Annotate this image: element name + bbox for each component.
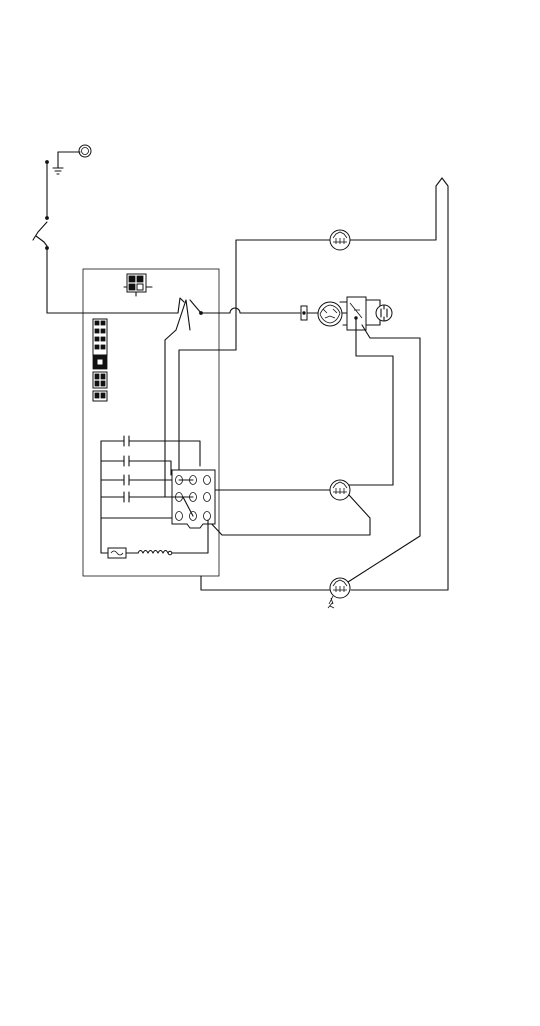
compressor-motor-icon [318, 302, 342, 326]
middle-motor-wires [208, 320, 393, 535]
bottom-motor-wires [201, 325, 420, 590]
fan-motor-bottom-icon [330, 578, 350, 598]
supply-line-lower [46, 247, 179, 314]
control-box [83, 269, 219, 576]
contact-to-motor-wire [201, 308, 300, 313]
switch-icon [33, 222, 47, 246]
heater-icon [101, 518, 138, 558]
fan-motor-top-icon [330, 230, 350, 250]
start-relay-icon [301, 306, 318, 320]
bottom-ground-icon [328, 596, 334, 608]
terminal-strip-icon [93, 319, 107, 401]
fan-motor-middle-icon [330, 480, 350, 500]
relay-box-icon [340, 297, 380, 330]
relay-block-icon [124, 274, 152, 296]
ground-icon [53, 152, 63, 174]
connector-block-icon [165, 330, 215, 528]
power-cord-plug-icon [58, 145, 91, 157]
thermostat-contact-icon [176, 298, 203, 330]
capacitor-icon [376, 305, 392, 321]
supply-line [46, 161, 49, 220]
